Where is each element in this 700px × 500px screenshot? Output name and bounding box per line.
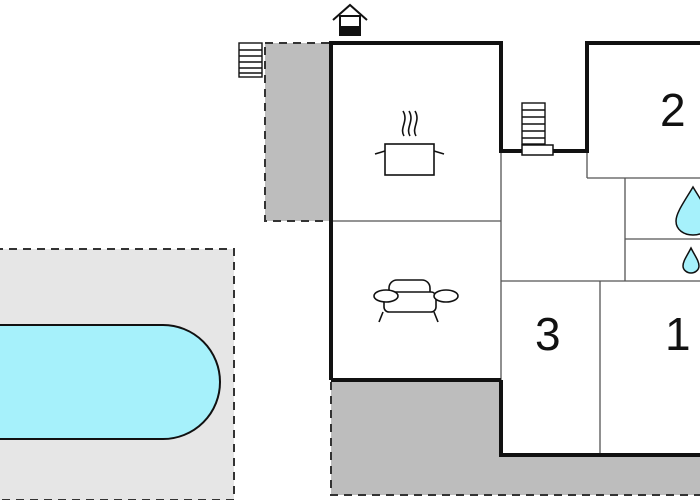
room-number-2: 2 [660,84,686,136]
terrace-upper-left [264,42,332,222]
swimming-pool [0,324,221,440]
water-drop-icon [675,185,700,236]
sofa-icon [373,279,459,323]
garden-area [0,248,235,500]
interior-walls [331,151,700,455]
door-threshold [521,144,554,156]
entrance-house-icon [332,3,368,36]
stairs-icon [521,102,546,145]
room-number-1: 1 [665,308,691,360]
room-number-3: 3 [535,308,561,360]
water-drop-icon [682,246,700,274]
cooking-pot-icon [374,110,445,176]
stairs-icon [238,42,263,78]
